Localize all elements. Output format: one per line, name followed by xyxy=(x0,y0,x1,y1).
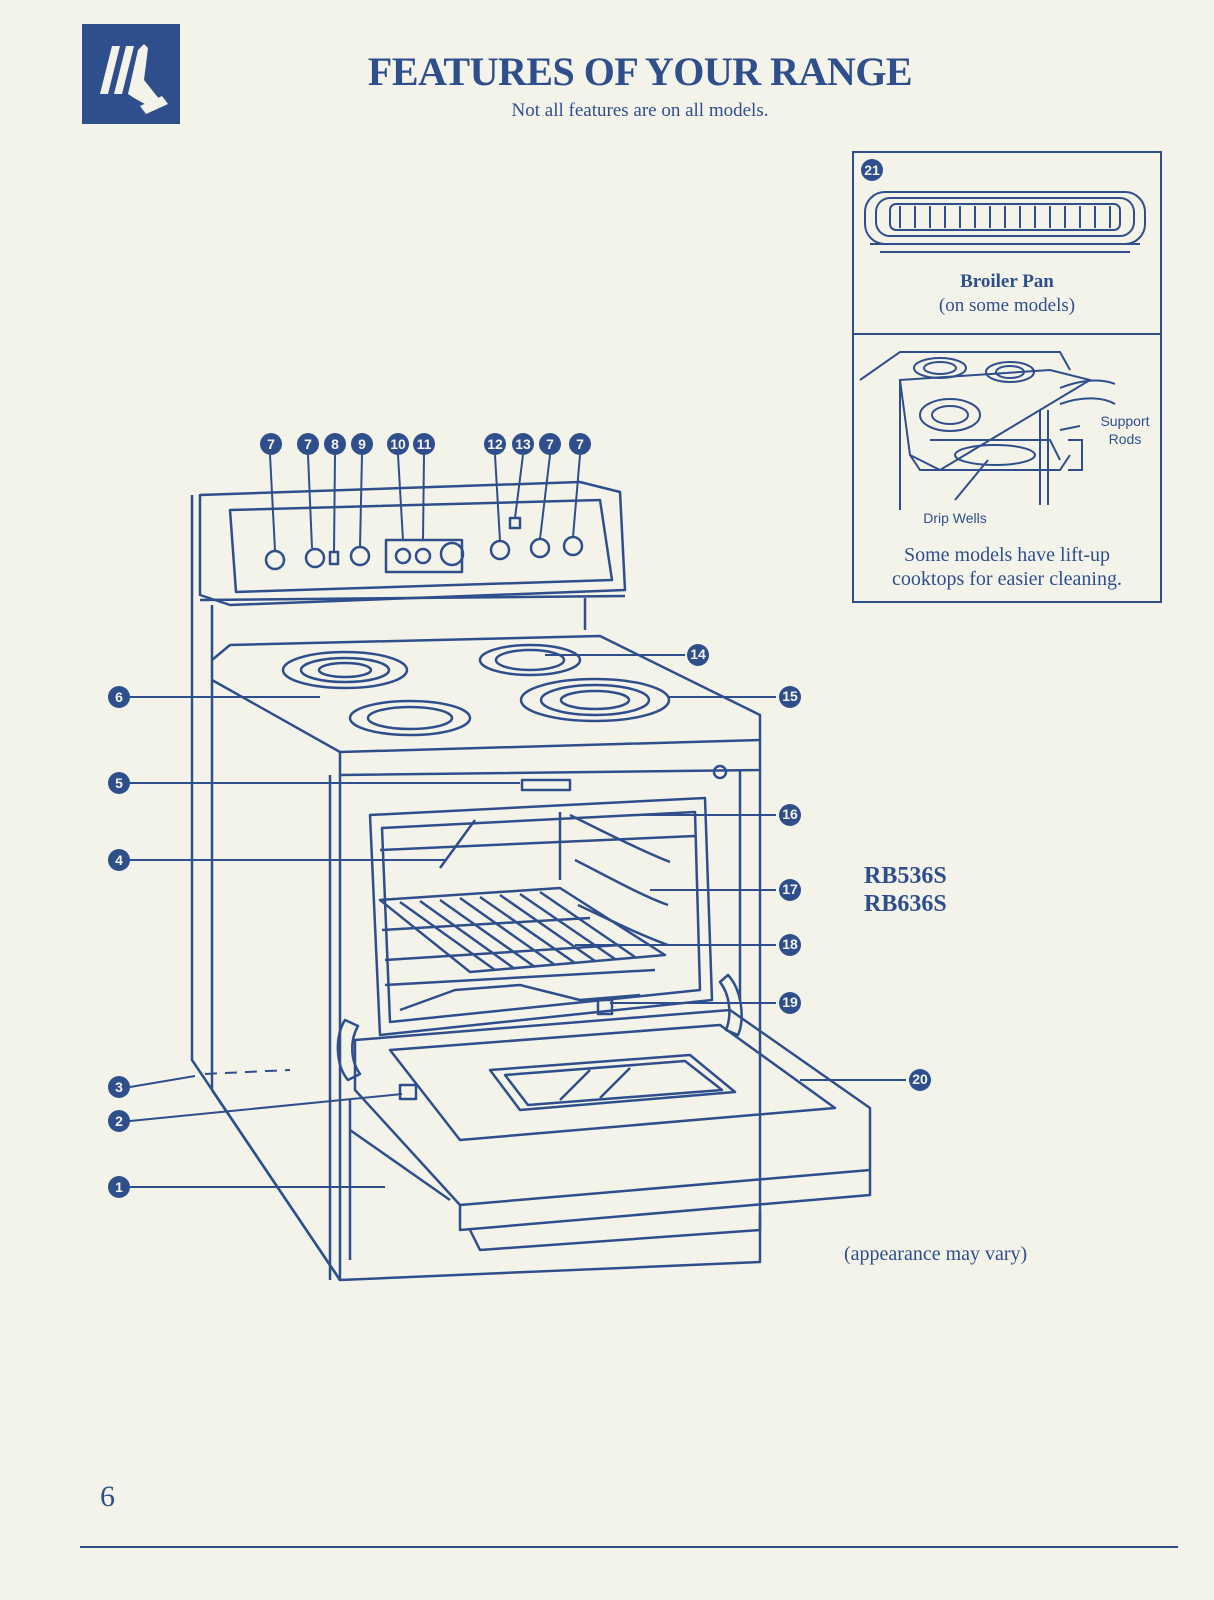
callout-right-20: 20 xyxy=(909,1069,931,1091)
callout-left-2: 2 xyxy=(108,1110,130,1132)
svg-text:19: 19 xyxy=(782,994,798,1010)
svg-text:7: 7 xyxy=(304,436,312,452)
page-number: 6 xyxy=(100,1480,115,1513)
callout-left-6: 6 xyxy=(108,686,130,708)
broiler-pan-title: Broiler Pan xyxy=(960,271,1054,292)
lift-up-cooktop-illustration xyxy=(859,351,1116,510)
svg-text:20: 20 xyxy=(912,1071,928,1087)
svg-text:7: 7 xyxy=(546,436,554,452)
callout-top-10: 7 xyxy=(569,433,591,455)
support-rods-label: Support xyxy=(1100,413,1149,429)
callout-left-3: 3 xyxy=(108,1076,130,1098)
svg-text:12: 12 xyxy=(487,436,503,452)
callout-top-2: 7 xyxy=(297,433,319,455)
callout-top-3: 8 xyxy=(324,433,346,455)
callout-top-6: 11 xyxy=(413,433,435,455)
page-title: FEATURES OF YOUR RANGE xyxy=(367,49,913,94)
svg-text:15: 15 xyxy=(782,688,798,704)
callout-right-16: 16 xyxy=(779,804,801,826)
callouts: 7 7 8 9 10 11 12 13 7 7 6 5 4 3 2 1 14 1… xyxy=(108,433,931,1198)
model-number-2: RB636S xyxy=(864,891,947,917)
svg-text:6: 6 xyxy=(115,689,123,705)
section-logo xyxy=(82,24,180,124)
cooktop-note-line2: cooktops for easier cleaning. xyxy=(892,568,1122,590)
svg-text:4: 4 xyxy=(115,852,123,868)
callout-top-7: 12 xyxy=(484,433,506,455)
callout-left-5: 5 xyxy=(108,772,130,794)
range-outline xyxy=(190,480,872,1282)
callout-right-17: 17 xyxy=(779,879,801,901)
model-numbers: RB536S RB636S xyxy=(864,862,947,918)
svg-text:9: 9 xyxy=(358,436,366,452)
broiler-pan-illustration xyxy=(864,191,1146,253)
model-number-1: RB536S xyxy=(864,863,947,889)
callout-top-8: 13 xyxy=(512,433,534,455)
inset-divider xyxy=(852,333,1162,335)
callout-top-4: 9 xyxy=(351,433,373,455)
svg-text:1: 1 xyxy=(115,1179,123,1195)
svg-text:2: 2 xyxy=(115,1113,123,1129)
hand-cleaning-icon xyxy=(100,44,168,114)
callout-right-15: 15 xyxy=(779,686,801,708)
svg-text:5: 5 xyxy=(115,775,123,791)
callout-top-1: 7 xyxy=(260,433,282,455)
svg-text:10: 10 xyxy=(390,436,406,452)
callout-right-18: 18 xyxy=(779,934,801,956)
footer-rule xyxy=(80,1546,1178,1548)
callout-right-19: 19 xyxy=(779,992,801,1014)
svg-text:11: 11 xyxy=(417,436,432,452)
cooktop-note-line1: Some models have lift-up xyxy=(903,544,1111,566)
page-subtitle: Not all features are on all models. xyxy=(511,100,769,121)
lift-up-cooktop-note: Some models have lift-up cooktops for ea… xyxy=(852,543,1162,591)
svg-text:18: 18 xyxy=(782,936,798,952)
svg-text:17: 17 xyxy=(782,881,798,897)
callout-left-4: 4 xyxy=(108,849,130,871)
callout-left-1: 1 xyxy=(108,1176,130,1198)
svg-text:7: 7 xyxy=(576,436,584,452)
callout-right-14: 14 xyxy=(687,644,709,666)
appearance-note: (appearance may vary) xyxy=(844,1243,1028,1265)
callout-top-5: 10 xyxy=(387,433,409,455)
svg-text:7: 7 xyxy=(267,436,275,452)
callout-21: 21 xyxy=(861,159,883,181)
leader-lines xyxy=(129,454,906,1188)
svg-text:16: 16 xyxy=(782,806,798,822)
svg-text:14: 14 xyxy=(690,646,706,662)
svg-text:3: 3 xyxy=(115,1079,123,1095)
svg-text:8: 8 xyxy=(331,436,339,452)
svg-text:13: 13 xyxy=(515,436,531,452)
support-rods-label-2: Rods xyxy=(1109,431,1142,447)
svg-text:21: 21 xyxy=(864,162,880,178)
callout-top-9: 7 xyxy=(539,433,561,455)
drip-wells-label: Drip Wells xyxy=(923,510,987,526)
broiler-pan-subtitle: (on some models) xyxy=(938,295,1076,316)
